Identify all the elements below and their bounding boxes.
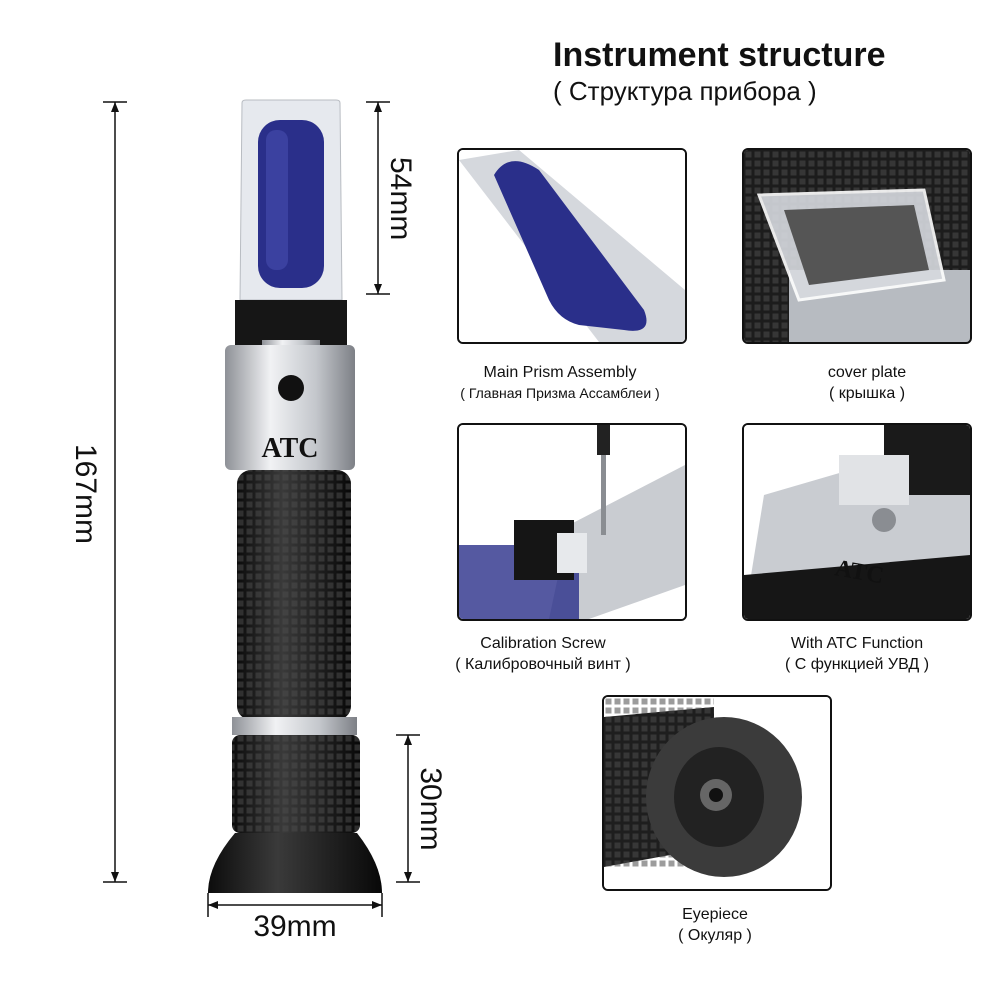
caption-en: Eyepiece [682,906,748,923]
caption-cover-plate: cover plate ( крышка ) [737,364,997,403]
caption-ru: ( Калибровочный винт ) [455,656,631,673]
panel-calibration-screw [457,423,687,621]
atc-label: ATC [261,433,318,464]
page-subtitle: ( Структура прибора ) [553,76,817,106]
caption-ru: ( Главная Призма Ассамблеи ) [460,385,660,401]
panel-eyepiece [602,695,832,891]
caption-ru: ( крышка ) [828,385,906,402]
caption-calibration-screw: Calibration Screw ( Калибровочный винт ) [413,635,673,674]
panel-cover-plate [742,148,972,344]
caption-en: cover plate [827,364,907,381]
dimension-eyepiece-diameter: 39mm [253,910,337,943]
caption-en: With ATC Function [790,635,924,652]
caption-eyepiece: Eyepiece ( Окуляр ) [585,906,845,945]
caption-main-prism: Main Prism Assembly ( Главная Призма Асс… [430,364,690,401]
refractometer-illustration: ATC [208,99,382,893]
caption-atc-function: With ATC Function ( С функцией УВД ) [727,635,987,674]
dimension-eyepiece-length: 30mm [414,767,447,851]
caption-ru: ( С функцией УВД ) [784,656,930,673]
panel-atc-function: ATC [742,423,972,621]
page-title: Instrument structure [553,36,886,74]
panel-main-prism [457,148,687,344]
dimension-total-length: 167mm [69,444,102,545]
caption-en: Calibration Screw [480,635,606,652]
caption-en: Main Prism Assembly [483,364,637,381]
caption-ru: ( Окуляр ) [678,927,752,944]
